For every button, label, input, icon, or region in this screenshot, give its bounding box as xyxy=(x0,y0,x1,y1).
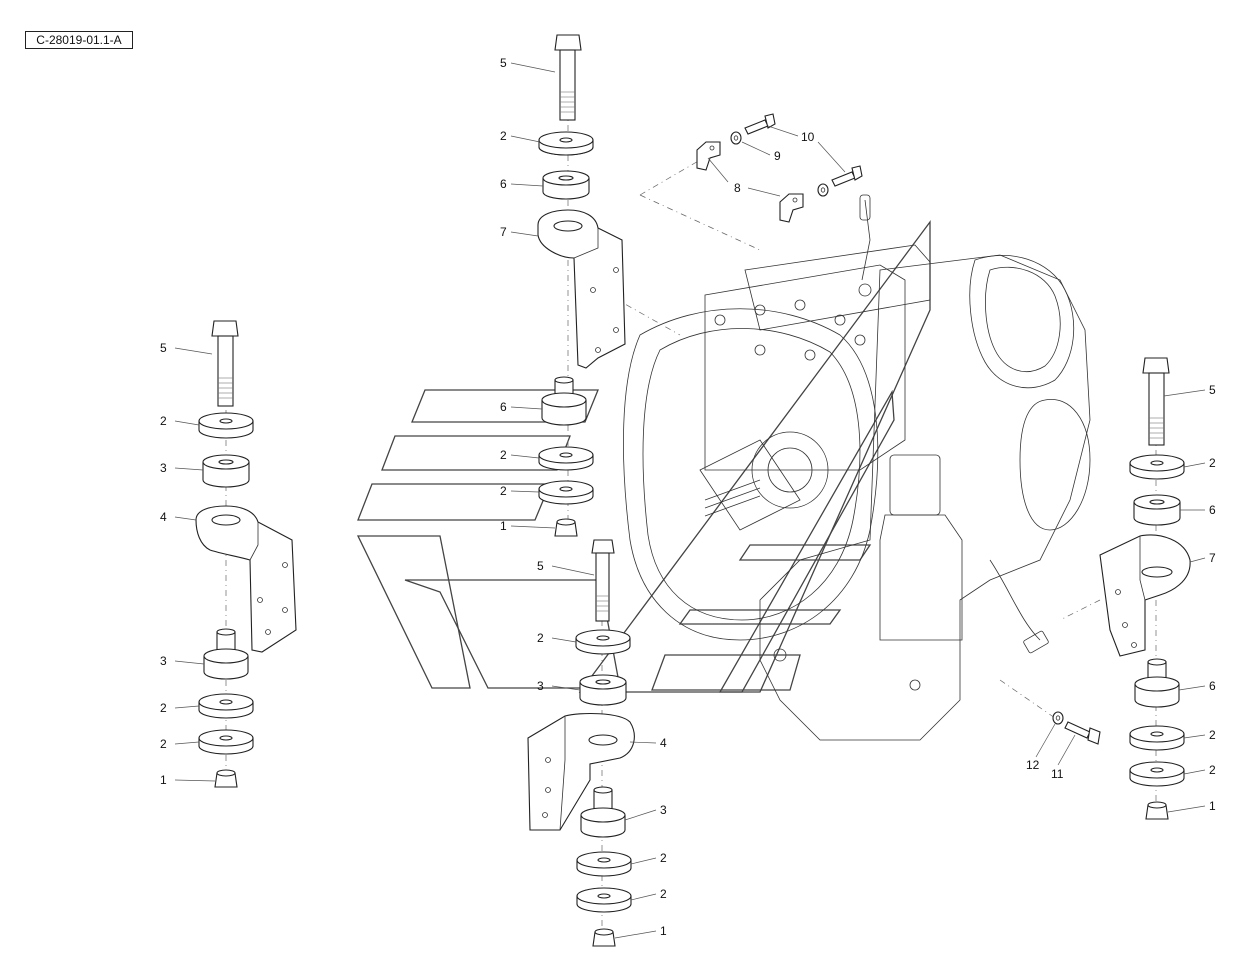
sensor-screw-lower xyxy=(831,171,856,187)
callout-right-2: 6 xyxy=(1209,503,1216,517)
callout-bottom-4: 3 xyxy=(660,803,667,817)
bottom-bolt-head xyxy=(591,539,615,554)
sensor-bracket-upper xyxy=(696,141,721,171)
sensor-bracket-group xyxy=(696,113,863,223)
callout-top-3: 7 xyxy=(500,225,507,239)
callout-left-3: 4 xyxy=(160,510,167,524)
callout-sensor-0: 10 xyxy=(801,130,815,144)
left-bolt-head xyxy=(211,320,239,337)
callout-top-0: 5 xyxy=(500,56,507,70)
callout-left-2: 3 xyxy=(160,461,167,475)
callout-right-4: 6 xyxy=(1209,679,1216,693)
sensor-washer-upper xyxy=(730,131,742,145)
callout-sensor-1: 9 xyxy=(774,149,781,163)
left-bolt-shank xyxy=(217,335,234,407)
right-mounting-bracket xyxy=(1099,534,1191,657)
callout-top-5: 2 xyxy=(500,448,507,462)
sensor-bracket-lower xyxy=(779,193,804,223)
top-mounting-bracket xyxy=(537,209,626,369)
callout-top-4: 6 xyxy=(500,400,507,414)
callout-washer-12: 12 xyxy=(1026,758,1040,772)
callout-top-7: 1 xyxy=(500,519,507,533)
callout-left-4: 3 xyxy=(160,654,167,668)
callout-right-5: 2 xyxy=(1209,728,1216,742)
callout-numbers: 5 2 6 7 6 2 2 1 5 2 3 4 3 2 2 1 5 2 3 4 … xyxy=(160,56,1216,938)
right-column-mount-stack xyxy=(1099,357,1191,820)
callout-bottom-0: 5 xyxy=(537,559,544,573)
left-column-mount-stack xyxy=(195,320,297,788)
left-mounting-bracket xyxy=(195,505,297,653)
sensor-washer-lower xyxy=(817,183,829,197)
callout-top-6: 2 xyxy=(500,484,507,498)
bolt-11 xyxy=(1064,721,1091,739)
callout-leaders xyxy=(174,62,1206,939)
callout-bottom-7: 1 xyxy=(660,924,667,938)
top-bolt-shank xyxy=(559,49,576,121)
callout-left-1: 2 xyxy=(160,414,167,428)
drawing-reference-code: C-28019-01.1-A xyxy=(25,31,133,49)
bolt-washer-group xyxy=(1052,711,1101,745)
callout-left-0: 5 xyxy=(160,341,167,355)
right-bolt-head xyxy=(1142,357,1170,374)
callout-top-1: 2 xyxy=(500,129,507,143)
callout-top-2: 6 xyxy=(500,177,507,191)
callout-right-7: 1 xyxy=(1209,799,1216,813)
callout-right-6: 2 xyxy=(1209,763,1216,777)
watermark-logo xyxy=(356,220,931,693)
sensor-screw-upper xyxy=(744,119,769,135)
callout-left-7: 1 xyxy=(160,773,167,787)
callout-bottom-6: 2 xyxy=(660,887,667,901)
assembly-centerlines xyxy=(225,95,1157,940)
callout-bottom-1: 2 xyxy=(537,631,544,645)
top-center-mount-stack xyxy=(537,34,626,537)
bottom-center-mount-stack xyxy=(527,539,635,947)
bottom-bolt-shank xyxy=(595,552,610,622)
callout-bolt-11: 11 xyxy=(1051,767,1064,781)
washer-12 xyxy=(1052,711,1064,725)
callout-bottom-2: 3 xyxy=(537,679,544,693)
callout-sensor-2: 8 xyxy=(734,181,741,195)
callout-bottom-5: 2 xyxy=(660,851,667,865)
callout-left-6: 2 xyxy=(160,737,167,751)
callout-right-0: 5 xyxy=(1209,383,1216,397)
transmission-housing xyxy=(623,194,1091,741)
callout-bottom-3: 4 xyxy=(660,736,667,750)
top-bolt-head xyxy=(554,34,582,51)
right-bolt-shank xyxy=(1148,372,1165,446)
callout-left-5: 2 xyxy=(160,701,167,715)
callout-right-3: 7 xyxy=(1209,551,1216,565)
callout-right-1: 2 xyxy=(1209,456,1216,470)
